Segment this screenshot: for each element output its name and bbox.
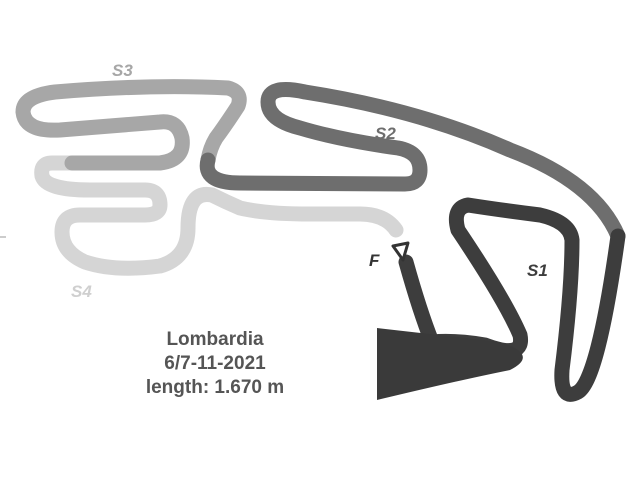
finish-marker (391, 241, 410, 262)
sector-s4-path (34, 155, 404, 276)
sector-label-s3: S3 (112, 61, 133, 80)
track-caption: Lombardia 6/7-11-2021 length: 1.670 m (100, 328, 330, 400)
track-name: Lombardia (166, 329, 264, 350)
pit-lane (377, 328, 523, 400)
sector-label-s4: S4 (71, 282, 92, 301)
track-length: length: 1.670 m (145, 377, 285, 398)
finish-label: F (369, 251, 380, 270)
sector-label-s2: S2 (375, 124, 396, 143)
sector-label-s1: S1 (527, 261, 548, 280)
sector-s2-path (199, 82, 626, 244)
sector-s3-path (15, 79, 247, 171)
event-dates: 6/7-11-2021 (164, 353, 266, 374)
